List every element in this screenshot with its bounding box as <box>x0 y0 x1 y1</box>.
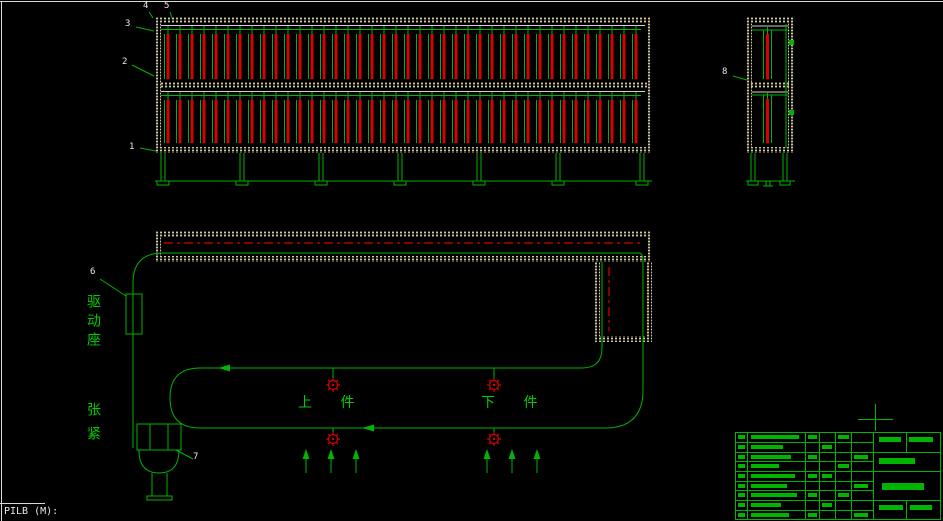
callout-2: 2 <box>122 57 128 67</box>
titleblock-text-bar <box>808 513 817 517</box>
up-arrow-head <box>302 449 310 459</box>
viewport-top-border <box>0 1 943 2</box>
titleblock-text-bar <box>838 493 849 497</box>
viewport-left-border <box>1 1 2 521</box>
titleblock-text-bar <box>879 505 903 510</box>
front-lower-parts-row <box>161 100 641 143</box>
titleblock-text-bar <box>808 493 817 497</box>
titleblock-text-bar <box>751 464 779 468</box>
titleblock-text-bar <box>751 435 799 439</box>
dimension-marks <box>858 404 893 431</box>
drive-seat-unit <box>125 293 143 335</box>
titleblock-text-bar <box>751 484 787 488</box>
titleblock-text-bar <box>751 474 795 478</box>
conveyor-chain-path <box>163 252 644 429</box>
titleblock-text-bar <box>738 455 745 459</box>
callout-8: 8 <box>722 67 728 77</box>
titleblock-text-bar <box>738 445 745 449</box>
titleblock-text-bar <box>751 513 789 517</box>
title-block <box>735 432 941 520</box>
conveyor-left-return <box>132 252 164 448</box>
titleblock-text-bar <box>751 493 797 497</box>
callout-1: 1 <box>129 142 135 152</box>
callout-6: 6 <box>90 267 96 277</box>
front-upper-parts-row <box>161 34 641 79</box>
titleblock-text-bar <box>854 455 868 459</box>
callout-7: 7 <box>193 452 199 462</box>
label-unload-station: 下 件 <box>481 395 550 411</box>
label-load-station: 上 件 <box>298 395 367 411</box>
command-line-input[interactable]: PILB (M): <box>4 506 59 517</box>
titleblock-text-bar <box>838 435 849 439</box>
front-lower-hook-row <box>161 92 641 100</box>
callout-3: 3 <box>125 19 131 29</box>
titleblock-text-bar <box>738 474 745 478</box>
titleblock-text-bar <box>738 464 745 468</box>
titleblock-text-bar <box>751 455 791 459</box>
titleblock-text-bar <box>808 435 817 439</box>
titleblock-text-bar <box>838 464 849 468</box>
titleblock-text-bar <box>738 503 745 507</box>
titleblock-text-bar <box>822 474 832 478</box>
conveyor-loop <box>125 242 644 501</box>
titleblock-text-bar <box>854 484 868 488</box>
titleblock-text-bar <box>822 445 832 449</box>
up-arrow-head <box>533 449 541 459</box>
titleblock-text-bar <box>738 513 745 517</box>
tensioner-unit <box>136 423 182 501</box>
titleblock-text-bar <box>738 493 745 497</box>
titleblock-text-bar <box>751 503 781 507</box>
front-view-middle-rail <box>160 82 647 88</box>
up-arrow-head <box>327 449 335 459</box>
titleblock-text-bar <box>738 435 745 439</box>
titleblock-text-bar <box>808 455 817 459</box>
label-tensioner: 张紧 <box>85 402 101 450</box>
titleblock-text-bar <box>738 484 745 488</box>
titleblock-text-bar <box>879 458 915 464</box>
front-upper-hook-row <box>161 26 641 34</box>
titleblock-text-bar <box>808 474 817 478</box>
titleblock-text-bar <box>910 505 932 510</box>
label-drive-seat: 驱动座 <box>85 294 101 351</box>
callout-5: 5 <box>164 1 170 11</box>
front-view-legs <box>155 153 652 186</box>
titleblock-text-bar <box>909 437 933 442</box>
command-area-divider <box>0 503 45 504</box>
titleblock-text-bar <box>882 483 924 490</box>
up-arrow-head <box>508 449 516 459</box>
titleblock-text-bar <box>822 503 832 507</box>
side-view-middle-rail <box>750 82 790 88</box>
conveyor-descent-enclosure <box>594 262 652 342</box>
titleblock-text-bar <box>879 437 901 442</box>
titleblock-text-bar <box>854 513 868 517</box>
titleblock-text-bar <box>751 445 783 449</box>
conveyor-tunnel-enclosure <box>155 231 652 262</box>
callout-4: 4 <box>143 1 149 11</box>
station-arrows <box>302 449 541 473</box>
up-arrow-head <box>483 449 491 459</box>
up-arrow-head <box>352 449 360 459</box>
